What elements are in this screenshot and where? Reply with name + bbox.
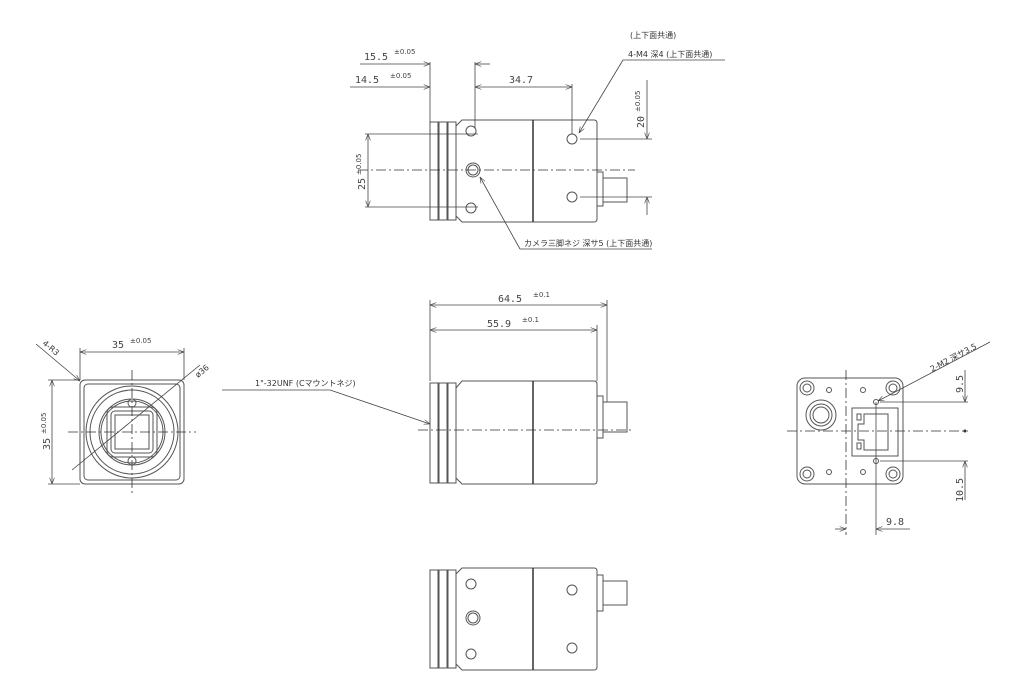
tol-total-length: ±0.1	[533, 291, 550, 299]
bottom-view	[429, 567, 628, 671]
dim-15-5: 15.5	[364, 52, 388, 63]
dim-front-height: 35	[42, 438, 53, 450]
dim-9-5: 9.5	[955, 375, 966, 393]
dim-20: 20	[636, 116, 647, 128]
dim-14-5: 14.5	[355, 75, 379, 86]
tol-15-5: ±0.05	[394, 48, 415, 56]
tol-14-5: ±0.05	[390, 72, 411, 80]
top-view: 15.5 ±0.05 14.5 ±0.05 34.7 20 ±0.05 25 ±…	[350, 30, 725, 250]
dim-10-5: 10.5	[955, 478, 966, 502]
note-m4: 4-M4 深4 (上下面共通)	[628, 49, 712, 59]
dim-body-length: 55.9	[487, 319, 511, 330]
note-tripod: カメラ三脚ネジ 深サ5 (上下面共通)	[524, 238, 652, 248]
top-body	[429, 119, 628, 223]
dim-total-length: 64.5	[498, 294, 522, 305]
side-view: 64.5 ±0.1 55.9 ±0.1 1"-32UNF (Cマウントネジ)	[222, 291, 634, 485]
note-radius: 4-R3	[41, 339, 61, 358]
dim-25: 25	[357, 178, 368, 190]
dim-front-width: 35	[112, 340, 124, 351]
note-diameter: ø36	[194, 363, 211, 380]
tol-20: ±0.05	[634, 91, 642, 112]
front-view: 35 ±0.05 35 ±0.05 4-R3 ø36	[35, 337, 211, 494]
note-m2: 2-M2 深サ3.5	[929, 342, 978, 374]
note-common: (上下面共通)	[630, 30, 676, 40]
dim-9-8: 9.8	[886, 517, 904, 528]
tol-front-height: ±0.05	[40, 413, 48, 434]
tol-front-width: ±0.05	[130, 337, 151, 345]
dim-34-7: 34.7	[509, 75, 533, 86]
tol-25: ±0.05	[355, 154, 363, 175]
back-view: 9.5 10.5 9.8 2-M2 深サ3.5	[787, 341, 991, 535]
tol-body-length: ±0.1	[522, 316, 539, 324]
note-c-mount: 1"-32UNF (Cマウントネジ)	[255, 379, 356, 388]
